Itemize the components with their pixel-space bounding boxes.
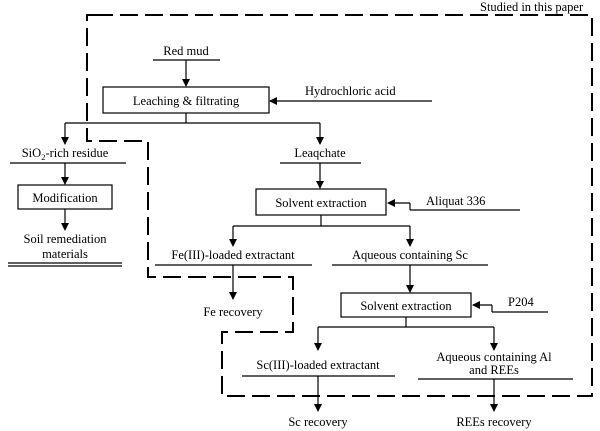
ree-recovery-label: REEs recovery <box>456 415 532 429</box>
solvent-extraction-label-1: Solvent extraction <box>275 196 367 210</box>
fe-recovery-label: Fe recovery <box>203 305 263 319</box>
modification-label: Modification <box>32 191 98 205</box>
soil-label-line1: Soil remediation <box>24 232 108 246</box>
sc-recovery-label: Sc recovery <box>288 415 348 429</box>
solvent-extraction-label-2: Solvent extraction <box>360 299 452 313</box>
fe-loaded-label: Fe(III)-loaded extractant <box>171 248 295 262</box>
study-boundary <box>86 14 593 397</box>
aliquat-label: Aliquat 336 <box>426 194 485 208</box>
solvent-extraction-box-1 <box>255 188 387 216</box>
aqueous-al-label-line2: and REEs <box>469 363 519 377</box>
region-label: Studied in this paper <box>480 0 584 14</box>
sc-loaded-label: Sc(III)-loaded extractant <box>256 358 380 372</box>
residue-label: SiO2-rich residue <box>22 146 109 162</box>
aqueous-sc-label: Aqueous containing Sc <box>352 248 468 262</box>
p204-label: P204 <box>508 295 534 309</box>
residue-suffix: -rich residue <box>45 146 108 160</box>
aqueous-al-label-line1: Aqueous containing Al <box>436 350 552 364</box>
leaching-label: Leaching & filtrating <box>133 94 240 108</box>
soil-label-line2: materials <box>42 247 88 261</box>
residue-prefix: SiO <box>22 146 41 160</box>
leaching-box <box>102 86 270 114</box>
solvent-extraction-box-2 <box>340 292 472 318</box>
hcl-label: Hydrochloric acid <box>305 84 396 98</box>
residue-subscript: 2 <box>41 152 45 162</box>
leachate-label: Leaqchate <box>294 146 346 160</box>
red-mud-label: Red mud <box>163 44 209 58</box>
modification-box <box>17 184 113 210</box>
